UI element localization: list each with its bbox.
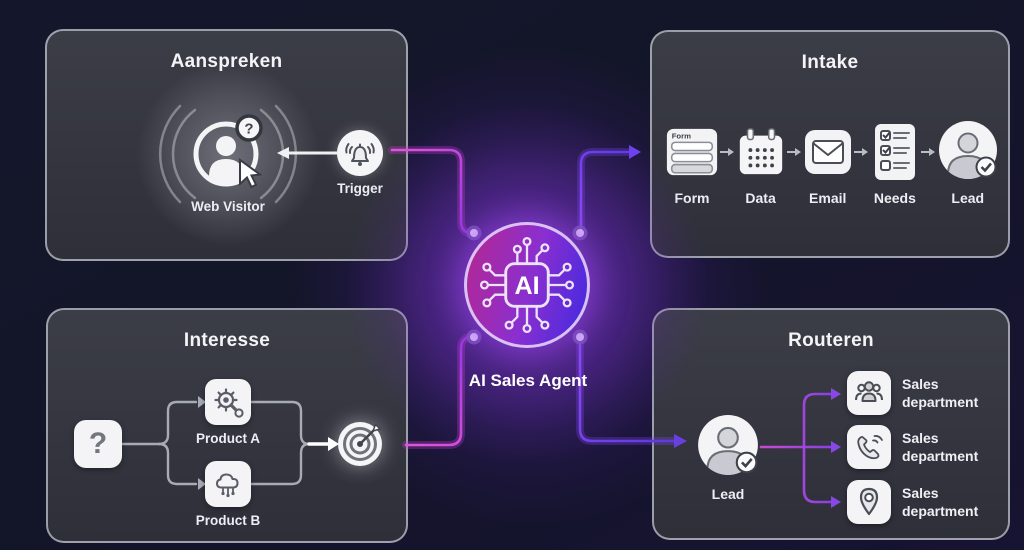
intake-step-data-label: Data — [745, 190, 776, 206]
dept-box-team — [847, 371, 891, 415]
dept-label-2: Sales department — [902, 430, 979, 465]
connector-ai-to-intake — [579, 150, 631, 233]
calendar-icon — [739, 128, 782, 175]
intake-step-data: Data — [734, 120, 787, 206]
target-wrap — [328, 412, 392, 476]
intake-step-needs-label: Needs — [873, 190, 916, 206]
lead-avatar-icon — [938, 121, 997, 179]
cursor-icon — [239, 158, 263, 189]
team-icon — [855, 381, 883, 402]
routeren-lead-label: Lead — [711, 486, 745, 502]
intake-step-needs: Needs — [868, 120, 921, 206]
question-box: ? — [74, 420, 122, 468]
gear-wrench-icon — [214, 388, 244, 418]
intake-step-lead: Lead — [935, 120, 1000, 206]
ripple-arcs-icon — [158, 104, 298, 204]
product-a-label: Product A — [196, 431, 260, 446]
intake-step-email-label: Email — [809, 190, 847, 206]
panel-interesse: Interesse ? — [46, 308, 408, 543]
step-arrow-icon — [787, 120, 802, 184]
intake-step-lead-label: Lead — [951, 190, 985, 206]
product-b-label: Product B — [195, 513, 261, 528]
checklist-icon — [874, 124, 915, 180]
ai-caption: AI Sales Agent — [468, 371, 588, 390]
panel-intake: Intake Form Form — [650, 30, 1010, 258]
dept-label-1: Sales department — [902, 376, 979, 411]
dept-label-3: Sales department — [902, 485, 979, 520]
bell-icon — [345, 143, 375, 166]
web-visitor-icon: ? — [193, 114, 263, 189]
intake-step-form-label: Form — [674, 190, 710, 206]
intake-step-form: Form Form — [664, 120, 720, 206]
panel-aanspreken: Aanspreken ? Web Visitor — [45, 29, 408, 261]
panel-interesse-title: Interesse — [183, 330, 271, 351]
step-arrow-icon — [921, 120, 936, 184]
question-box-text: ? — [88, 427, 108, 460]
form-icon: Form — [666, 128, 718, 176]
target-icon — [338, 422, 382, 466]
question-badge-icon: ? — [235, 114, 263, 142]
trigger-label: Trigger — [337, 181, 383, 196]
web-visitor-label: Web Visitor — [191, 199, 265, 214]
intake-step-email: Email — [801, 120, 854, 206]
product-a-box — [205, 379, 251, 425]
step-arrow-icon — [720, 120, 734, 184]
ai-chip-icon: AI — [479, 236, 575, 334]
panel-routeren: Routeren Lead — [652, 308, 1010, 540]
ai-core-circle: AI — [464, 222, 590, 348]
intake-steps-row: Form Form — [664, 120, 1000, 206]
dept-box-location — [847, 480, 891, 524]
ai-chip-text: AI — [514, 272, 539, 300]
form-icon-text: Form — [672, 131, 691, 140]
cloud-tech-icon — [216, 473, 239, 498]
email-icon — [804, 130, 851, 174]
panel-aanspreken-title: Aanspreken — [170, 51, 283, 72]
panel-intake-title: Intake — [801, 52, 859, 73]
phone-icon — [857, 435, 883, 460]
location-pin-icon — [859, 487, 879, 516]
question-badge-text: ? — [244, 121, 253, 138]
lead-avatar-icon — [698, 415, 758, 475]
product-b-box — [205, 461, 251, 507]
step-arrow-icon — [854, 120, 869, 184]
arrowhead-intake — [629, 145, 641, 159]
trigger-circle — [337, 130, 383, 176]
arrow-trigger-to-visitor — [277, 147, 337, 159]
connector-interesse-to-ai — [404, 335, 472, 447]
panel-routeren-title: Routeren — [788, 330, 874, 351]
dept-box-phone — [847, 425, 891, 469]
